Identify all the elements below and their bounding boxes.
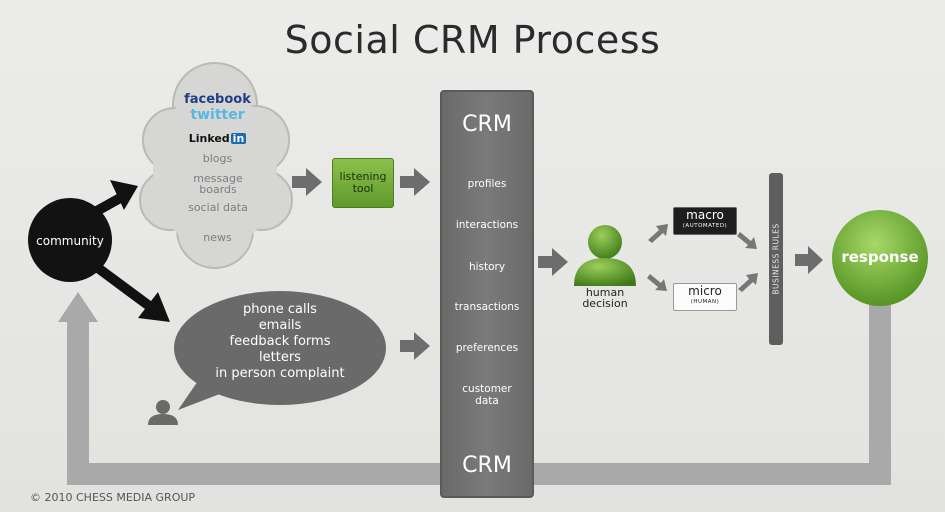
cloud-source-social-data: social data xyxy=(188,201,248,214)
macro-label: macro xyxy=(686,208,724,222)
person-icon xyxy=(148,400,178,425)
response-label: response xyxy=(841,248,919,266)
cloud-source-blogs: blogs xyxy=(202,152,233,165)
macro-to-rules-arrow xyxy=(737,232,757,249)
community-to-cloud-arrow xyxy=(92,180,138,217)
listening-to-crm-arrow xyxy=(400,168,430,196)
response-node xyxy=(832,210,928,306)
offline-item: letters xyxy=(259,350,301,365)
crm-to-human-arrow xyxy=(538,248,568,276)
offline-item: feedback forms xyxy=(229,334,331,349)
listening-tool-label: listening tool xyxy=(339,170,387,195)
cloud-source-twitter: twitter xyxy=(190,107,245,123)
micro-sublabel: (HUMAN) xyxy=(690,299,720,305)
offline-bubble xyxy=(174,291,386,410)
human-decision-icon xyxy=(574,225,636,286)
human-to-micro-arrow xyxy=(647,274,667,291)
cloud-source-message-boards: message boards xyxy=(193,172,243,196)
human-to-macro-arrow xyxy=(648,224,668,243)
human-decision-text: human decision xyxy=(582,286,628,310)
linkedin-badge: in xyxy=(230,132,247,145)
crm-item-transactions: transactions xyxy=(454,301,520,313)
business-rules-label: BUSINESS RULES xyxy=(771,223,781,295)
community-node xyxy=(28,198,112,282)
offline-item: in person complaint xyxy=(215,366,345,381)
flow-arrows xyxy=(292,168,823,360)
crm-column xyxy=(440,90,534,498)
community-label: community xyxy=(36,234,104,248)
crm-item-interactions: interactions xyxy=(455,219,519,231)
crm-item-customer-data: customer data xyxy=(462,383,512,407)
crm-footer: CRM xyxy=(462,453,512,478)
macro-box: macro (AUTOMATED) xyxy=(673,207,737,235)
rules-to-response-arrow xyxy=(795,246,823,274)
linkedin-label: Linked xyxy=(188,132,230,145)
cloud-source-facebook: facebook xyxy=(184,92,251,107)
micro-to-rules-arrow xyxy=(738,273,758,292)
business-rules-bar xyxy=(769,173,783,345)
social-cloud xyxy=(139,62,293,269)
human-decision-label: human decision xyxy=(565,287,645,309)
offline-item: phone calls xyxy=(243,302,317,317)
crm-item-preferences: preferences xyxy=(455,342,519,354)
cloud-source-news: news xyxy=(203,231,232,244)
offline-item: emails xyxy=(258,318,302,333)
page-title: Social CRM Process xyxy=(284,18,661,62)
crm-item-profiles: profiles xyxy=(467,178,507,190)
offline-to-crm-arrow xyxy=(400,332,430,360)
micro-box: micro (HUMAN) xyxy=(673,283,737,311)
crm-item-history: history xyxy=(468,261,506,273)
community-to-offline-arrow xyxy=(95,263,170,322)
listening-tool-box: listening tool xyxy=(332,158,394,208)
micro-label: micro xyxy=(688,284,722,298)
feedback-loop-arrowhead xyxy=(58,292,98,322)
cloud-to-listening-arrow xyxy=(292,168,322,196)
decision-arrows xyxy=(647,224,758,292)
copyright-footer: © 2010 CHESS MEDIA GROUP xyxy=(30,491,196,504)
macro-sublabel: (AUTOMATED) xyxy=(682,223,728,229)
crm-header: CRM xyxy=(462,112,512,137)
